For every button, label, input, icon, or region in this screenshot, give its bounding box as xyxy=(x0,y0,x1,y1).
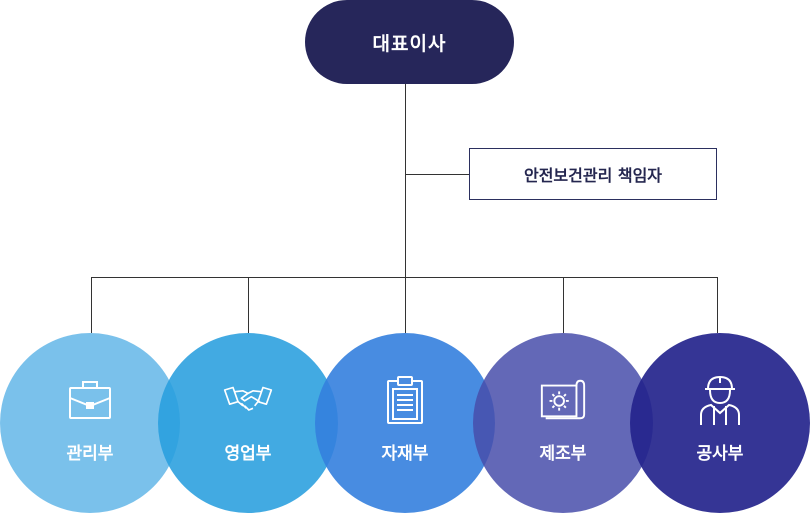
connector-drop-3 xyxy=(405,277,406,333)
connector-drop-5 xyxy=(717,277,718,333)
clipboard-icon xyxy=(380,373,430,427)
safety-officer-label: 안전보건관리 책임자 xyxy=(523,166,663,185)
dept-label: 자재부 xyxy=(381,444,429,464)
ceo-node: 대표이사 xyxy=(305,0,514,84)
connector-drop-4 xyxy=(563,277,564,333)
handshake-icon xyxy=(223,373,273,427)
connector-horizontal-bus xyxy=(91,277,718,278)
dept-materials-node: 자재부 xyxy=(315,333,495,513)
connector-drop-2 xyxy=(248,277,249,333)
construction-worker-icon xyxy=(695,373,745,427)
dept-label: 제조부 xyxy=(539,444,587,464)
connector-officer-branch xyxy=(405,174,469,175)
dept-label: 관리부 xyxy=(66,444,114,464)
ceo-label: 대표이사 xyxy=(372,32,447,55)
dept-label: 영업부 xyxy=(224,444,272,464)
dept-label: 공사부 xyxy=(696,444,744,464)
connector-drop-1 xyxy=(91,277,92,333)
dept-construction-node: 공사부 xyxy=(630,333,810,513)
blueprint-gear-icon xyxy=(538,373,588,427)
dept-management-node: 관리부 xyxy=(0,333,180,513)
briefcase-icon xyxy=(65,373,115,427)
dept-sales-node: 영업부 xyxy=(158,333,338,513)
safety-officer-node: 안전보건관리 책임자 xyxy=(469,148,717,200)
connector-ceo-trunk xyxy=(405,84,406,278)
dept-manufacturing-node: 제조부 xyxy=(473,333,653,513)
